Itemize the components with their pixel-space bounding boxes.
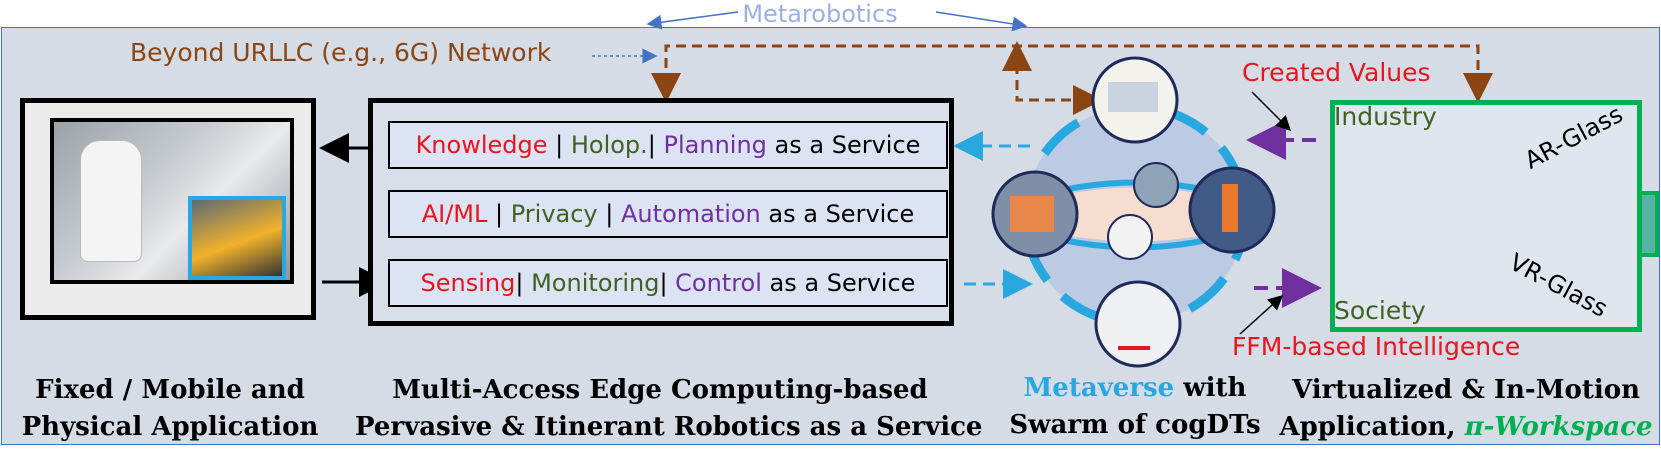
caption-physical: Fixed / Mobile and Physical Application	[20, 372, 320, 446]
mobile-robot-inset	[188, 196, 286, 280]
twin-node-center-top	[1133, 162, 1179, 208]
metarobotics-arrow-right	[935, 11, 1028, 32]
service-row-aiml: AI/ML | Privacy | Automation as a Servic…	[388, 190, 948, 238]
created-values-label: Created Values	[1242, 58, 1431, 87]
metaverse-word: Metaverse	[1023, 373, 1175, 403]
caption-prefix: Application,	[1279, 412, 1465, 442]
separator: |	[515, 269, 532, 297]
network-branch	[1015, 48, 1103, 115]
service-a: Sensing	[420, 269, 516, 297]
twin-node-center-bottom	[1107, 214, 1153, 260]
service-c: Planning	[663, 131, 767, 159]
caption-mec: Multi-Access Edge Computing-based Pervas…	[355, 372, 983, 446]
caption-with: with	[1174, 373, 1247, 403]
ffm-label: FFM-based Intelligence	[1232, 332, 1521, 361]
service-suffix: as a Service	[761, 269, 916, 297]
society-label: Society	[1334, 296, 1426, 325]
caption-line: Multi-Access Edge Computing-based	[392, 375, 928, 405]
caption-metaverse: Metaverse with Swarm of cogDTs	[1000, 370, 1270, 444]
metaverse-ring	[991, 56, 1276, 368]
separator: |	[647, 131, 664, 159]
separator: |	[547, 131, 571, 159]
kuka-arm-icon	[80, 140, 142, 262]
pi-workspace-label: π-Workspace	[1464, 412, 1653, 442]
service-a: Knowledge	[415, 131, 548, 159]
service-a: AI/ML	[421, 200, 488, 228]
service-suffix: as a Service	[766, 131, 921, 159]
service-row-knowledge: Knowledge | Holop.| Planning as a Servic…	[388, 121, 948, 169]
caption-line: Virtualized & In-Motion	[1292, 375, 1640, 405]
separator: |	[487, 200, 511, 228]
service-row-sensing: Sensing| Monitoring| Control as a Servic…	[388, 259, 948, 307]
caption-line: Fixed / Mobile and	[35, 375, 305, 405]
service-suffix: as a Service	[760, 200, 915, 228]
caption-workspace: Virtualized & In-Motion Application, π-W…	[1276, 372, 1656, 446]
service-c: Control	[675, 269, 762, 297]
metarobotics-title: Metarobotics	[742, 0, 898, 28]
service-c: Automation	[620, 200, 761, 228]
service-b: Privacy	[510, 200, 598, 228]
metarobotics-arrow-left	[646, 11, 739, 30]
twin-node-bottom	[1094, 280, 1182, 368]
workspace-box	[1330, 100, 1642, 332]
separator: |	[597, 200, 621, 228]
caption-line: Swarm of cogDTs	[1009, 410, 1261, 440]
separator: |	[659, 269, 676, 297]
network-label: Beyond URLLC (e.g., 6G) Network	[130, 38, 552, 67]
caption-line: Physical Application	[21, 412, 319, 442]
service-b: Holop.	[570, 131, 648, 159]
industry-label: Industry	[1334, 102, 1437, 131]
service-b: Monitoring	[531, 269, 660, 297]
caption-line: Pervasive & Itinerant Robotics as a Serv…	[355, 412, 983, 442]
